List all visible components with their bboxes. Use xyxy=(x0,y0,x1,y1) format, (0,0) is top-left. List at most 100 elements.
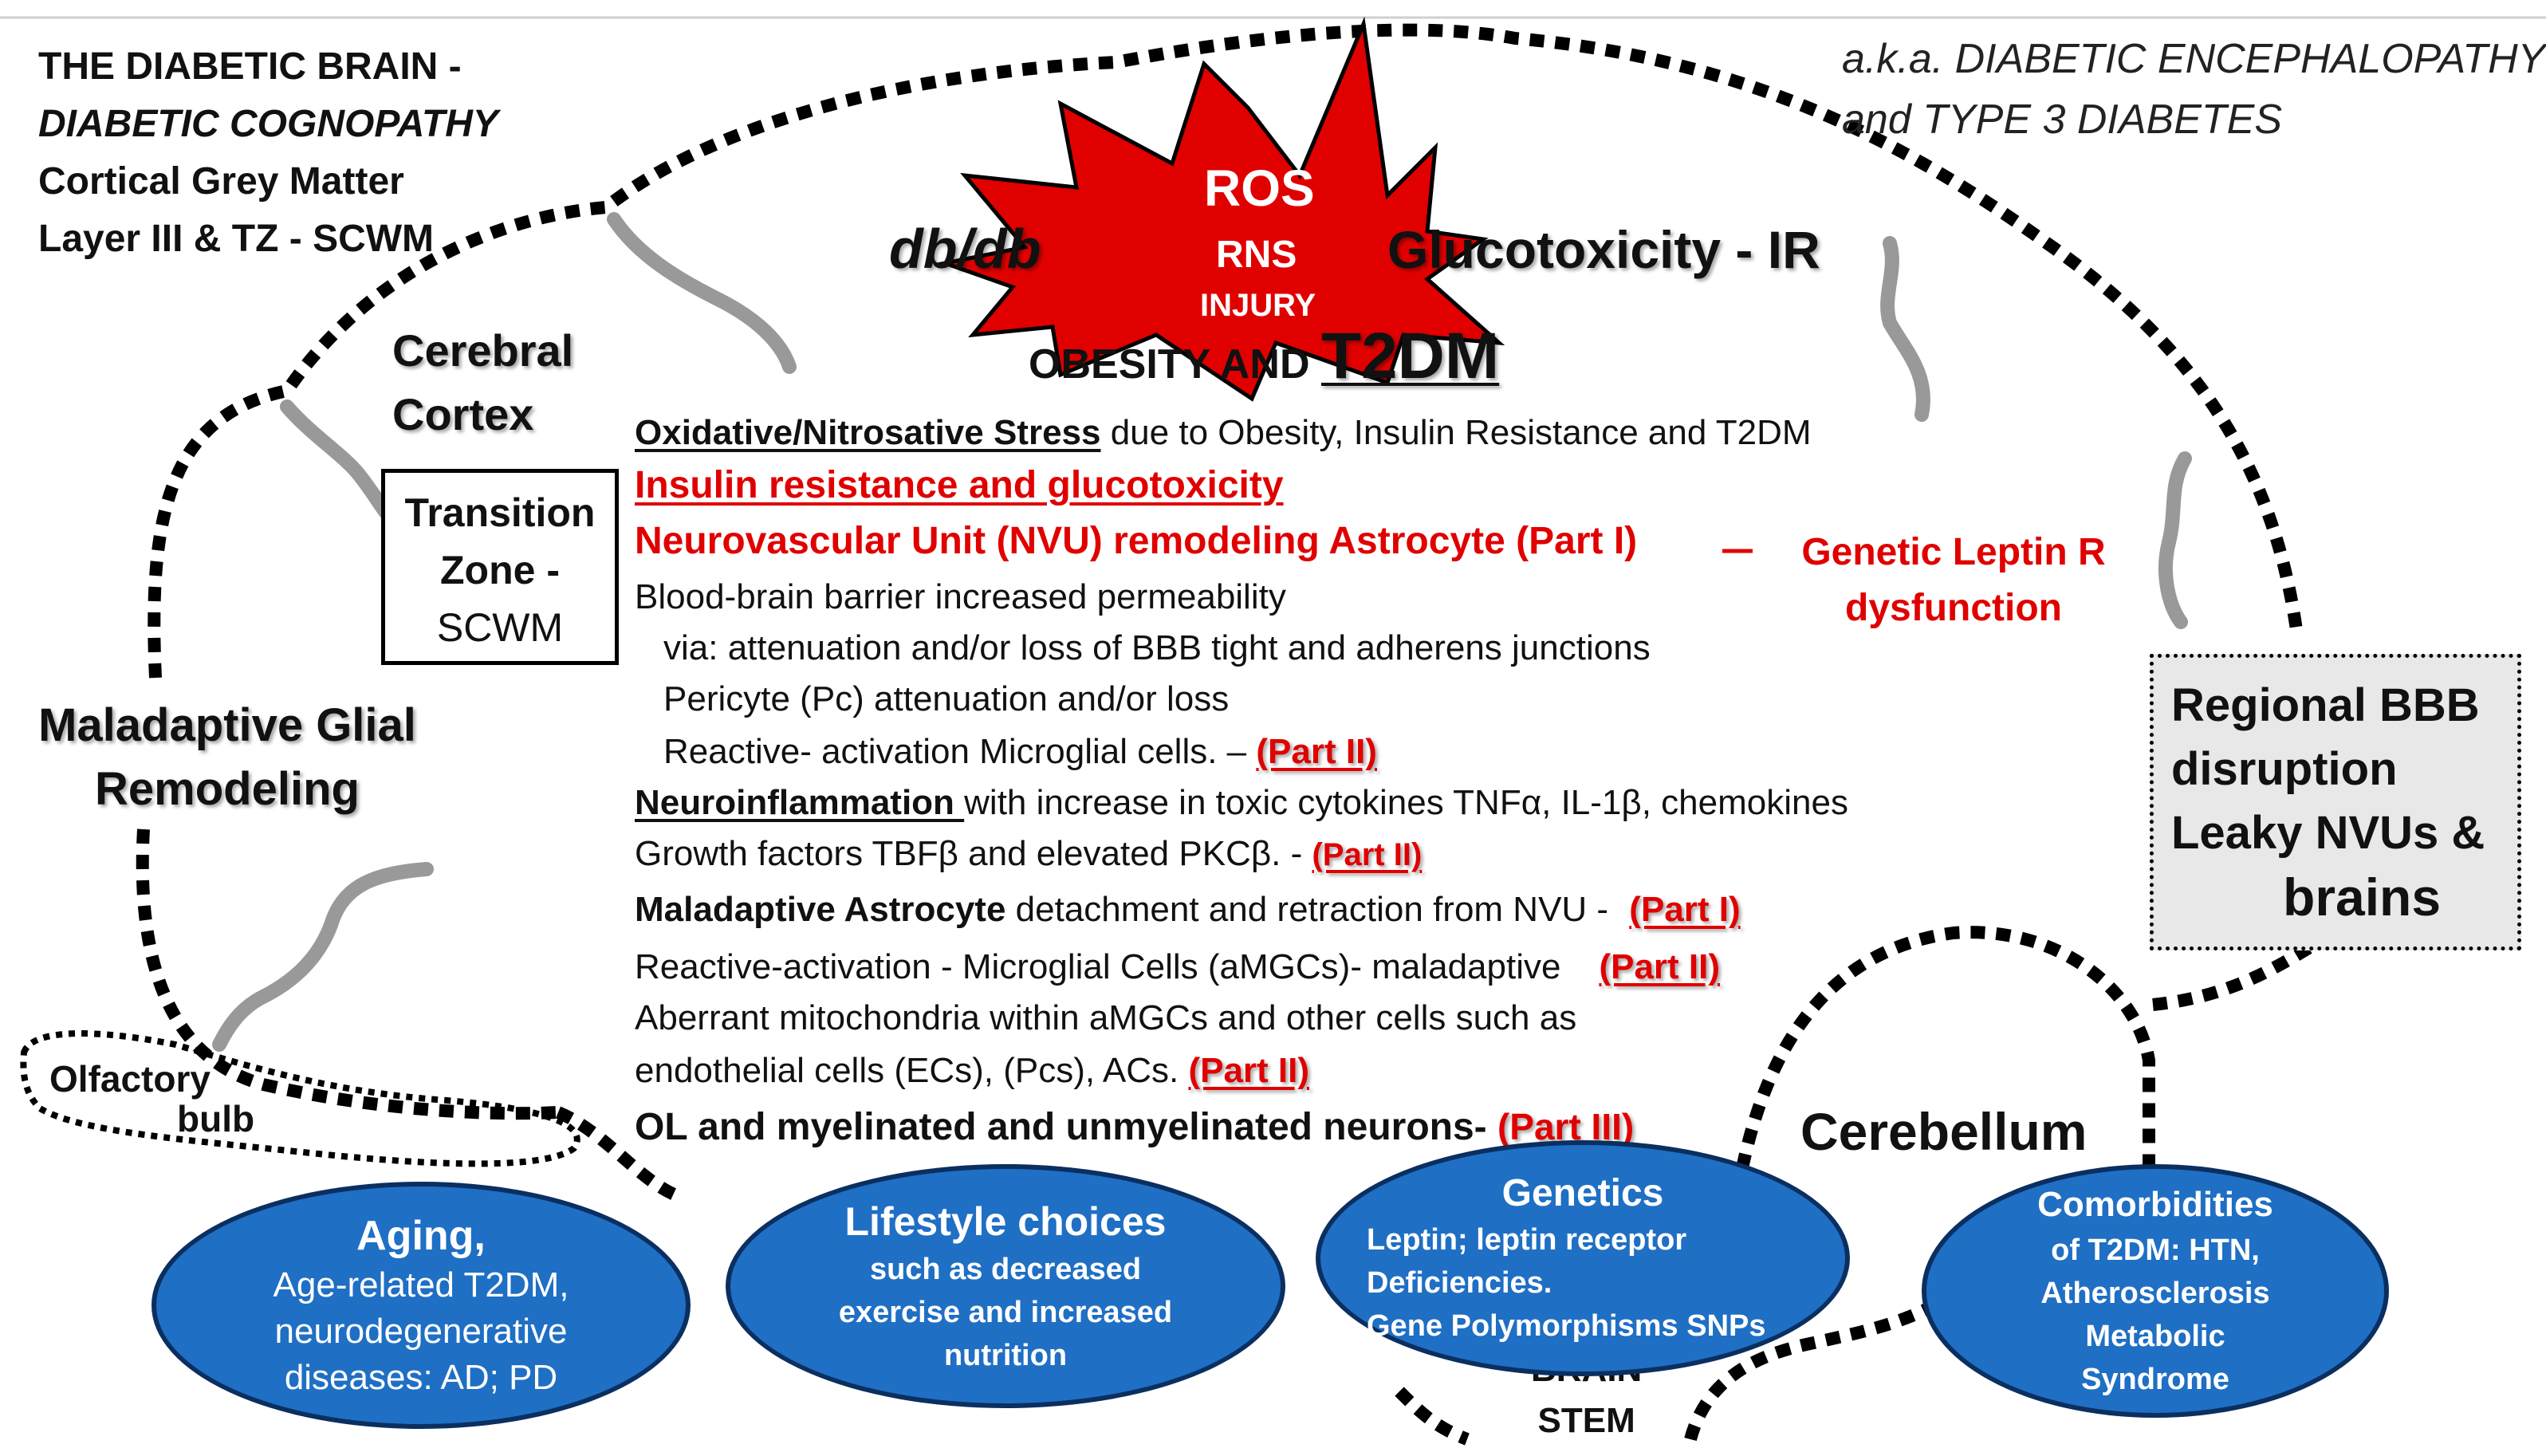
transition-zone-text: Transition Zone - SCWM xyxy=(385,484,615,656)
glucotoxicity-label: Glucotoxicity - IR xyxy=(1387,220,1820,279)
list-item-mitochondria: Aberrant mitochondria within aMGCs and o… xyxy=(635,992,1848,1045)
list-microglia-text: Reactive- activation Microglial cells. – xyxy=(663,732,1257,771)
aging-ellipse: Aging, Age-related T2DM, neurodegenerati… xyxy=(152,1182,691,1429)
comorbidities-line-4: Syndrome xyxy=(2081,1363,2229,1396)
obesity-prefix: OBESITY AND xyxy=(1029,341,1310,388)
regional-bbb-text: Regional BBB disruption Leaky NVUs & bra… xyxy=(2171,674,2485,929)
maladaptive-glial-line-2: Remodeling xyxy=(95,763,360,815)
star-injury-label: INJURY xyxy=(1200,288,1316,323)
lifestyle-line-2: exercise and increased xyxy=(838,1296,1173,1329)
list-insulin-resistance: Insulin resistance and glucotoxicity xyxy=(635,464,1284,506)
transition-zone-line-3: SCWM xyxy=(436,605,564,650)
regional-bbb-line-2: disruption xyxy=(2171,743,2398,795)
brain-stem-line-2: STEM xyxy=(1537,1401,1635,1440)
list-item-endothelial: endothelial cells (ECs), (Pcs), ACs. (Pa… xyxy=(635,1045,1848,1100)
star-ros-label: ROS xyxy=(1204,159,1315,217)
cerebral-cortex-label: Cerebral Cortex xyxy=(392,319,573,447)
dbdb-label: db/db xyxy=(889,218,1041,280)
list-amgcs-text: Reactive-activation - Microglial Cells (… xyxy=(635,947,1561,986)
genetics-title: Genetics xyxy=(1501,1172,1664,1214)
olfactory-line-2: bulb xyxy=(177,1098,255,1139)
lifestyle-line-1: such as decreased xyxy=(869,1253,1142,1286)
comorbidities-line-1: of T2DM: HTN, xyxy=(2051,1234,2260,1267)
list-item-bbb-permeability: Blood-brain barrier increased permeabili… xyxy=(635,571,1848,622)
list-mitochondria: Aberrant mitochondria within aMGCs and o… xyxy=(635,998,1577,1037)
comorbidities-ellipse: Comorbidities of T2DM: HTN, Atherosclero… xyxy=(1922,1164,2389,1418)
aging-line-1: Age-related T2DM, xyxy=(273,1265,569,1304)
transition-zone-line-2: Zone - xyxy=(440,548,560,592)
transition-zone-box: Transition Zone - SCWM xyxy=(381,469,619,665)
comorbidities-title: Comorbidities xyxy=(2037,1185,2273,1224)
list-item-ol-neurons: OL and myelinated and unmyelinated neuro… xyxy=(635,1100,1848,1156)
list-bbb-permeability: Blood-brain barrier increased permeabili… xyxy=(635,577,1286,616)
title-line-1: THE DIABETIC BRAIN - xyxy=(38,45,462,88)
leptin-label: Genetic Leptin R dysfunction xyxy=(1754,525,2153,636)
title-line-4: Layer III & TZ - SCWM xyxy=(38,218,435,260)
part-ii-link[interactable]: (Part II) xyxy=(1599,947,1721,986)
maladaptive-glial-line-1: Maladaptive Glial xyxy=(38,699,416,751)
star-rns-label: RNS xyxy=(1216,234,1297,276)
genetics-line-1: Leptin; leptin receptor xyxy=(1367,1223,1687,1257)
part-ii-link[interactable]: (Part II) xyxy=(1256,732,1377,771)
genetics-ellipse: Genetics Leptin; leptin receptor Deficie… xyxy=(1316,1140,1850,1376)
regional-bbb-line-4: brains xyxy=(2283,868,2442,927)
list-item-amgcs: Reactive-activation - Microglial Cells (… xyxy=(635,941,1848,992)
genetics-line-3: Gene Polymorphisms SNPs xyxy=(1367,1309,1766,1343)
list-nvu-remodeling: Neurovascular Unit (NVU) remodeling Astr… xyxy=(635,520,1638,562)
t2dm-label: T2DM xyxy=(1320,320,1500,392)
aging-line-2: neurodegenerative xyxy=(274,1312,568,1351)
regional-bbb-line-1: Regional BBB xyxy=(2171,679,2480,731)
title-line-2: DIABETIC COGNOPATHY xyxy=(38,103,498,145)
list-item-growth-factors: Growth factors TBFβ and elevated PKCβ. -… xyxy=(635,828,1848,883)
leptin-line-1: Genetic Leptin R xyxy=(1801,531,2106,573)
olfactory-line-1: Olfactory xyxy=(49,1058,211,1100)
list-neuroinflammation-rest: with increase in toxic cytokines TNFα, I… xyxy=(964,783,1848,822)
transition-zone-line-1: Transition xyxy=(404,490,596,535)
list-oxidative-rest: due to Obesity, Insulin Resistance and T… xyxy=(1100,413,1812,452)
brainstem-outline-left xyxy=(1395,1387,1470,1446)
list-maladaptive-astrocyte-head: Maladaptive Astrocyte xyxy=(635,890,1006,929)
list-item-neuroinflammation: Neuroinflammation with increase in toxic… xyxy=(635,777,1848,828)
obesity-heading: OBESITY AND T2DM xyxy=(1029,319,1499,394)
aka-line-2: and TYPE 3 DIABETES xyxy=(1842,96,2283,143)
list-item-insulin-resistance: Insulin resistance and glucotoxicity xyxy=(635,459,1848,515)
outline-right-lower xyxy=(2152,935,2324,1011)
list-item-oxidative-stress: Oxidative/Nitrosative Stress due to Obes… xyxy=(635,407,1848,459)
mechanism-list: Oxidative/Nitrosative Stress due to Obes… xyxy=(635,407,1848,1156)
title-line-3: Cortical Grey Matter xyxy=(38,160,404,203)
title-block: THE DIABETIC BRAIN - DIABETIC COGNOPATHY… xyxy=(38,38,498,268)
aka-block: a.k.a. DIABETIC ENCEPHALOPATHY and TYPE … xyxy=(1842,29,2545,150)
brainstem-outline-right xyxy=(1684,1301,1933,1442)
genetics-line-2: Deficiencies. xyxy=(1367,1266,1552,1300)
list-ol-neurons-text: OL and myelinated and unmyelinated neuro… xyxy=(635,1106,1497,1148)
lifestyle-ellipse: Lifestyle choices such as decreased exer… xyxy=(726,1164,1285,1408)
cerebral-cortex-line-1: Cerebral xyxy=(392,325,574,376)
part-ii-link[interactable]: (Part II) xyxy=(1312,837,1423,872)
aging-title: Aging, xyxy=(356,1213,486,1259)
cerebellum-outline xyxy=(1736,926,2155,1172)
cerebral-cortex-line-2: Cortex xyxy=(392,389,534,439)
lifestyle-line-3: nutrition xyxy=(943,1339,1068,1372)
ros-star xyxy=(937,16,1505,402)
brain-outline-lower-left xyxy=(136,828,559,1120)
list-pericyte: Pericyte (Pc) attenuation and/or loss xyxy=(663,679,1230,718)
lifestyle-title: Lifestyle choices xyxy=(844,1199,1167,1244)
list-growth-factors-text: Growth factors TBFβ and elevated PKCβ. - xyxy=(635,834,1312,873)
regional-bbb-line-3: Leaky NVUs & xyxy=(2171,807,2485,859)
part-ii-link[interactable]: (Part II) xyxy=(1188,1051,1310,1090)
comorbidities-line-2: Atherosclerosis xyxy=(2040,1277,2270,1310)
part-i-link[interactable]: (Part I) xyxy=(1629,890,1741,929)
olfactory-label: Olfactory bulb xyxy=(49,1059,254,1139)
list-item-junctions: via: attenuation and/or loss of BBB tigh… xyxy=(635,622,1848,673)
cerebellum-label: Cerebellum xyxy=(1800,1102,2088,1161)
list-maladaptive-astrocyte-rest: detachment and retraction from NVU - xyxy=(1005,890,1619,929)
list-oxidative-head: Oxidative/Nitrosative Stress xyxy=(635,413,1101,452)
comorbidities-line-3: Metabolic xyxy=(2085,1320,2225,1353)
aka-line-1: a.k.a. DIABETIC ENCEPHALOPATHY xyxy=(1842,36,2546,82)
list-neuroinflammation-head: Neuroinflammation xyxy=(635,783,965,822)
brain-outline xyxy=(148,23,2303,679)
list-item-pericyte: Pericyte (Pc) attenuation and/or loss xyxy=(635,673,1848,726)
maladaptive-glial-label: Maladaptive Glial Remodeling xyxy=(32,694,423,821)
list-item-nvu-remodeling: Neurovascular Unit (NVU) remodeling Astr… xyxy=(635,515,1848,571)
